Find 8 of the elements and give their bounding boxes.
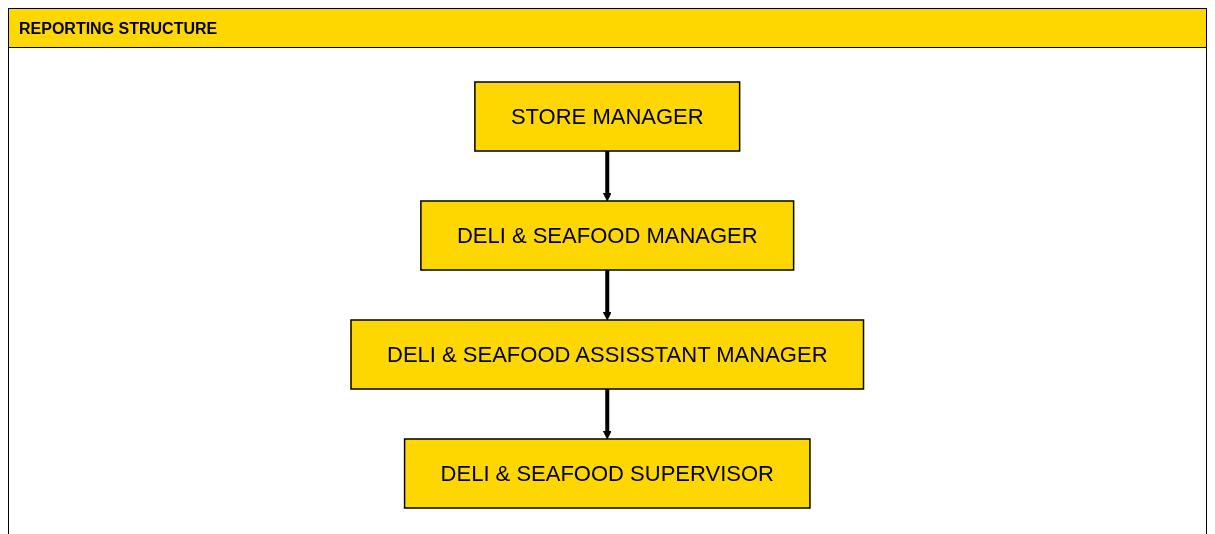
node-box: STORE MANAGER: [474, 81, 741, 152]
arrow: [603, 151, 612, 202]
node-box: DELI & SEAFOOD MANAGER: [420, 200, 795, 271]
node-box: DELI & SEAFOOD SUPERVISOR: [404, 438, 811, 509]
header-bar: REPORTING STRUCTURE: [8, 8, 1207, 48]
arrow: [603, 270, 612, 321]
node-box: DELI & SEAFOOD ASSISSTANT MANAGER: [350, 319, 865, 390]
arrow: [603, 389, 612, 440]
